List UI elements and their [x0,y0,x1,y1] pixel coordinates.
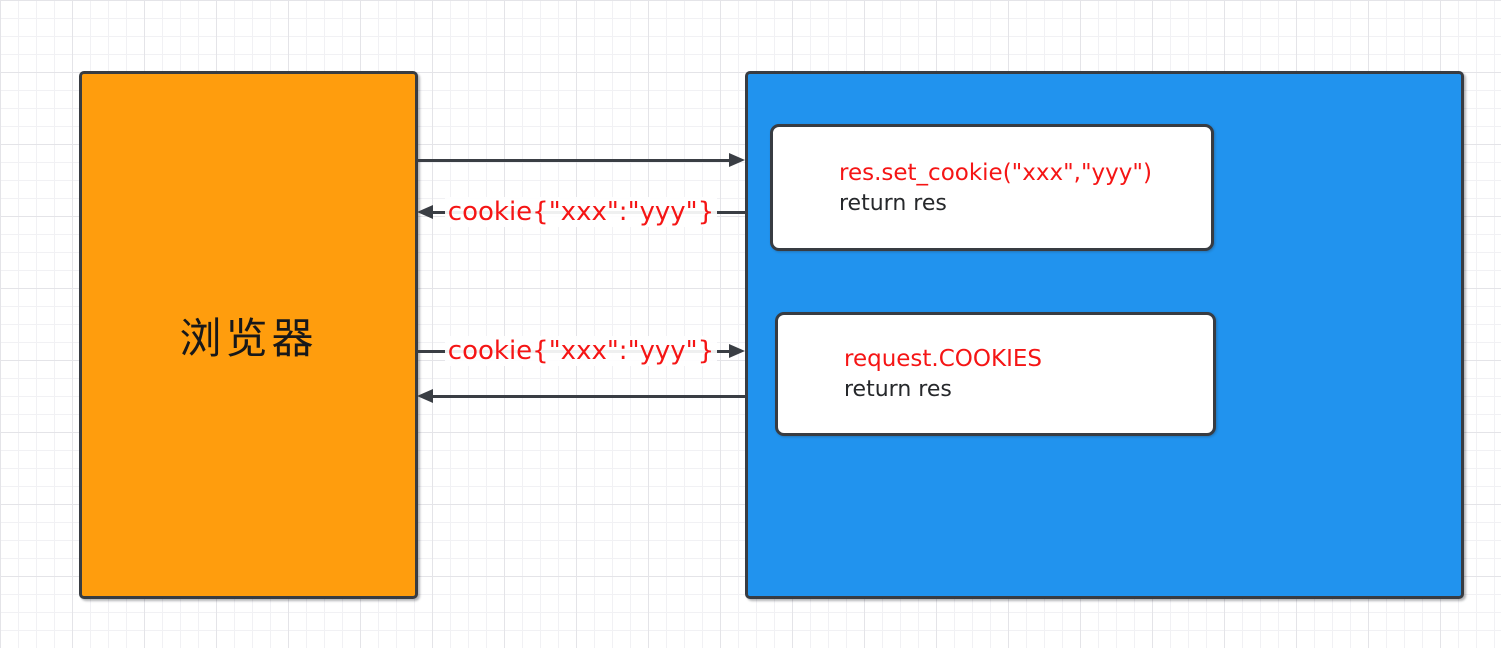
set-cookie-code-box: res.set_cookie("xxx","yyy") return res [770,124,1214,251]
cookie-response-label: cookie{"xxx":"yyy"} [417,196,745,229]
browser-node-label: 浏览器 [179,313,318,363]
cookie-request-label: cookie{"xxx":"yyy"} [417,335,745,368]
return-res-line: return res [844,377,952,402]
request-cookies-code-line: request.COOKIES [844,346,1043,372]
browser-node: 浏览器 [79,71,418,599]
set-cookie-code-line: res.set_cookie("xxx","yyy") [839,159,1152,186]
request-cookies-code-box: request.COOKIES return res [775,312,1216,436]
return-res-line: return res [839,190,947,216]
arrow-browser-to-server-top [417,153,745,167]
arrow-server-to-browser-bottom [417,389,745,403]
